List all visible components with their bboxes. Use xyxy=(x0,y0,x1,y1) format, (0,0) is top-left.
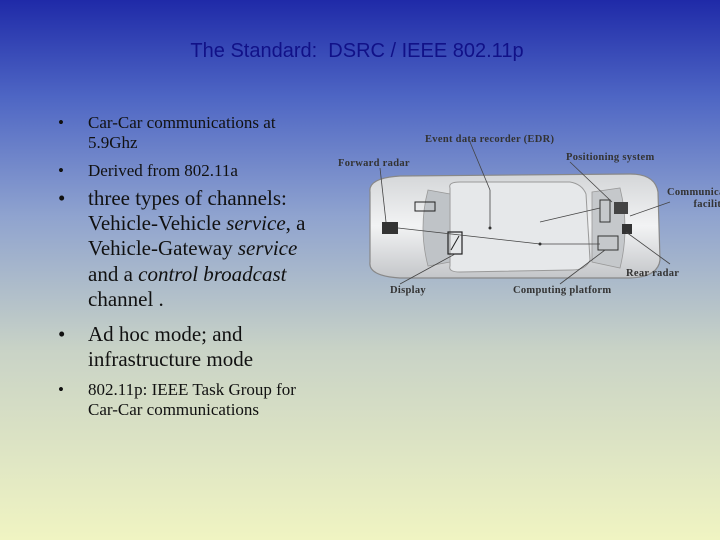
bullet-line: Ad hoc mode; and xyxy=(88,322,243,346)
label-forward-radar: Forward radar xyxy=(338,158,410,169)
label-computing-platform: Computing platform xyxy=(513,285,612,296)
bullet-line-part: Vehicle-Gateway xyxy=(88,236,238,261)
bullet-line: channel . xyxy=(88,286,164,311)
bullet-line: infrastructure mode xyxy=(88,347,254,372)
bullet-marker: • xyxy=(58,186,66,210)
bullet-car-car-communications: • Car-Car communications at 5.9Ghz xyxy=(58,113,276,154)
label-positioning-system: Positioning system xyxy=(566,152,655,163)
bullet-line: Car-Car communications xyxy=(88,400,260,420)
bullet-derived-from: • Derived from 802.11a xyxy=(58,161,238,181)
bullet-line: Car-Car communications at xyxy=(88,113,276,132)
bullet-line-part: and a xyxy=(88,261,139,286)
slide-title: The Standard: DSRC / IEEE 802.11p xyxy=(190,40,524,62)
bullet-marker: • xyxy=(58,380,64,399)
bullet-line: 802.11p: IEEE Task Group for xyxy=(88,380,296,399)
bullet-line-emphasis: control broadcast xyxy=(138,261,287,286)
bullet-marker: • xyxy=(58,161,64,180)
bullet-line: three types of channels: xyxy=(88,186,287,210)
vehicle-diagram: Event data recorder (EDR) Forward radar … xyxy=(330,132,720,307)
bullet-channel-types: • three types of channels: Vehicle-Vehic… xyxy=(58,186,305,312)
bullet-modes: • Ad hoc mode; and infrastructure mode xyxy=(58,322,253,372)
bullet-marker: • xyxy=(58,113,64,132)
car-illustration xyxy=(369,141,671,285)
bullet-marker: • xyxy=(58,322,66,346)
label-rear-radar: Rear radar xyxy=(626,268,680,279)
bullet-line-emphasis: service xyxy=(237,236,298,261)
bullet-line-emphasis: service xyxy=(226,211,286,236)
bullet-line: Derived from 802.11a xyxy=(88,161,238,180)
bullet-line-part: Vehicle-Vehicle xyxy=(88,211,227,236)
bullet-task-group: • 802.11p: IEEE Task Group for Car-Car c… xyxy=(58,380,296,421)
label-communication-facility: Communication facility xyxy=(667,187,720,210)
label-event-data-recorder: Event data recorder (EDR) xyxy=(425,134,555,145)
label-communication-line: Communication xyxy=(667,187,720,198)
label-facility-line: facility xyxy=(693,198,720,210)
label-display: Display xyxy=(390,285,426,296)
bullet-line-part: , a xyxy=(285,211,306,236)
bullet-line: 5.9Ghz xyxy=(88,133,138,153)
